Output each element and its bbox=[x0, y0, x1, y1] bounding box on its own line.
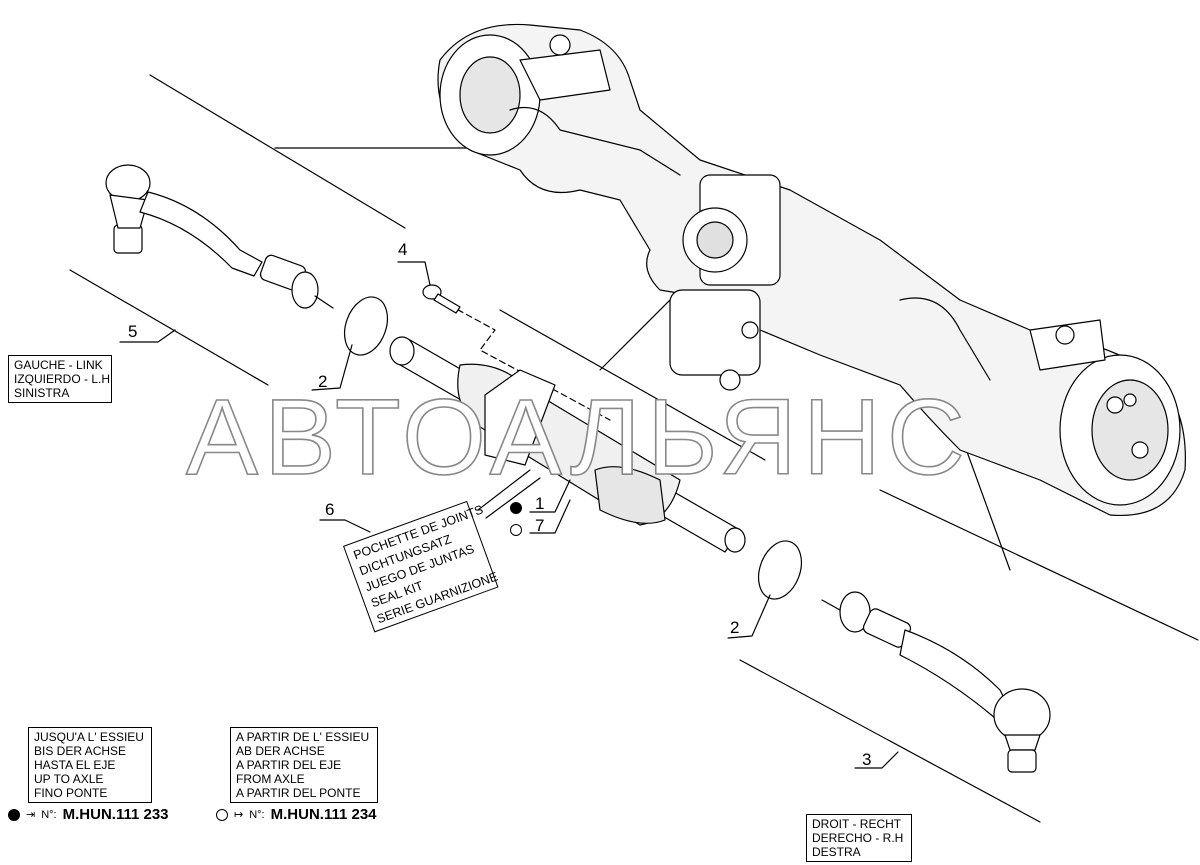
serial-from: ↦ N°: M.HUN.111 234 bbox=[216, 806, 377, 823]
reference-line bbox=[69, 269, 269, 386]
callout-7: 7 bbox=[535, 516, 545, 535]
reference-line bbox=[499, 309, 766, 461]
watermark: АВТОАЛЬЯНС bbox=[185, 375, 971, 498]
seal-ring-left bbox=[343, 296, 389, 356]
hollow-dot-marker bbox=[510, 524, 522, 536]
leader-seal-kit bbox=[485, 477, 541, 519]
leader-7 bbox=[529, 499, 571, 534]
leader-6 bbox=[319, 519, 371, 533]
callout-2-right: 2 bbox=[730, 618, 740, 637]
callout-1: 1 bbox=[535, 494, 545, 513]
callout-2-left: 2 bbox=[318, 372, 328, 391]
bolt bbox=[422, 284, 461, 314]
filled-dot-icon bbox=[8, 808, 20, 821]
reference-line bbox=[149, 74, 406, 229]
up-to-axle-label: JUSQU'A L' ESSIEU BIS DER ACHSE HASTA EL… bbox=[28, 727, 152, 803]
leader-4 bbox=[397, 261, 431, 286]
up-to-arrow-icon: ⇥ bbox=[26, 809, 36, 821]
seal-ring-right bbox=[757, 540, 803, 600]
serial-up-to: ⇥ N°: M.HUN.111 233 bbox=[8, 806, 169, 823]
hollow-dot-icon bbox=[216, 808, 228, 821]
leader-seal-kit bbox=[477, 469, 531, 511]
filled-dot-marker bbox=[510, 502, 522, 514]
axle-housing bbox=[437, 23, 1186, 517]
from-axle-label: A PARTIR DE L' ESSIEU AB DER ACHSE A PAR… bbox=[230, 727, 378, 803]
leader-1 bbox=[529, 479, 571, 513]
leader-2b bbox=[727, 594, 771, 639]
tie-rod-left bbox=[105, 164, 334, 309]
callout-6: 6 bbox=[325, 500, 335, 519]
from-arrow-icon: ↦ bbox=[234, 809, 244, 821]
steering-cylinder bbox=[389, 336, 746, 553]
reference-line bbox=[879, 489, 1199, 641]
callout-4: 4 bbox=[398, 240, 408, 259]
reference-line bbox=[739, 659, 1041, 823]
left-side-label: GAUCHE - LINK IZQUIERDO - L.H SINISTRA bbox=[8, 355, 112, 403]
right-side-label: DROIT - RECHT DERECHO - R.H DESTRA bbox=[806, 814, 912, 862]
leader-5 bbox=[119, 329, 176, 343]
callout-5: 5 bbox=[128, 322, 138, 341]
callout-3: 3 bbox=[862, 750, 872, 769]
leader-3 bbox=[854, 751, 899, 769]
leader-2a bbox=[311, 344, 353, 391]
tie-rod-right bbox=[821, 591, 1051, 773]
